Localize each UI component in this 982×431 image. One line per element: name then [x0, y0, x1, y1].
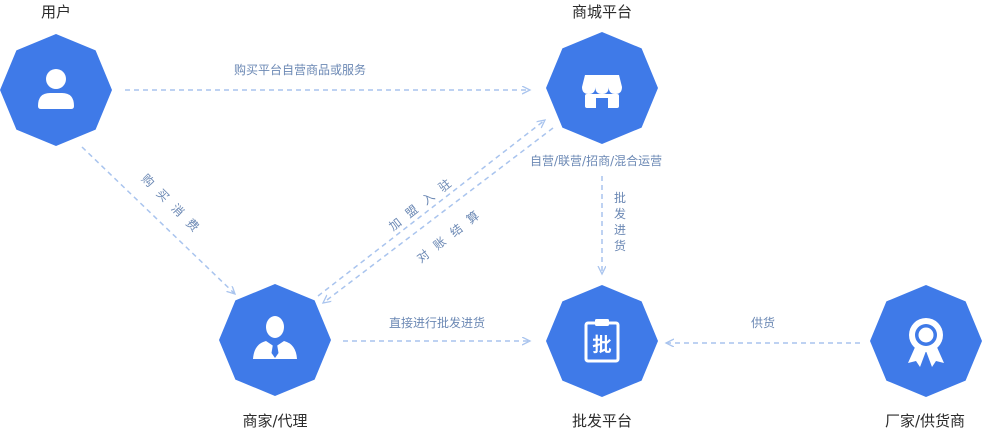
edge-label-supplier-to-wholesale: 供货 — [751, 316, 776, 330]
node-merchant — [219, 284, 331, 396]
edge-label-mall-to-wholesale: 批发进货 — [613, 191, 626, 253]
node-mall — [546, 32, 658, 144]
node-wholesale-title: 批发平台 — [571, 412, 633, 430]
award-ribbon-icon — [908, 318, 944, 367]
node-supplier — [870, 285, 982, 397]
node-mall-title: 商城平台 — [571, 3, 633, 21]
edge-label-user-to-mall: 购买平台自营商品或服务 — [234, 63, 367, 77]
node-user-title: 用户 — [40, 3, 72, 21]
edge-user-to-merchant — [81, 146, 235, 294]
storefront-icon — [582, 75, 622, 108]
node-user — [0, 34, 112, 146]
node-merchant-title: 商家/代理 — [242, 412, 308, 430]
edge-mall-to-merchant — [323, 127, 554, 303]
clipboard-pi-icon: 批 — [584, 319, 620, 363]
node-supplier-title: 厂家/供货商 — [884, 412, 966, 430]
businessman-icon — [253, 316, 297, 359]
node-wholesale: 批 — [546, 285, 658, 397]
edge-label-mall-ops: 自营/联营/招商/混合运营 — [530, 154, 663, 168]
svg-text:批: 批 — [592, 334, 611, 356]
edge-label-merchant-to-wholesale: 直接进行批发进货 — [389, 316, 486, 330]
user-icon — [38, 69, 74, 109]
edge-merchant-to-mall — [317, 120, 545, 297]
